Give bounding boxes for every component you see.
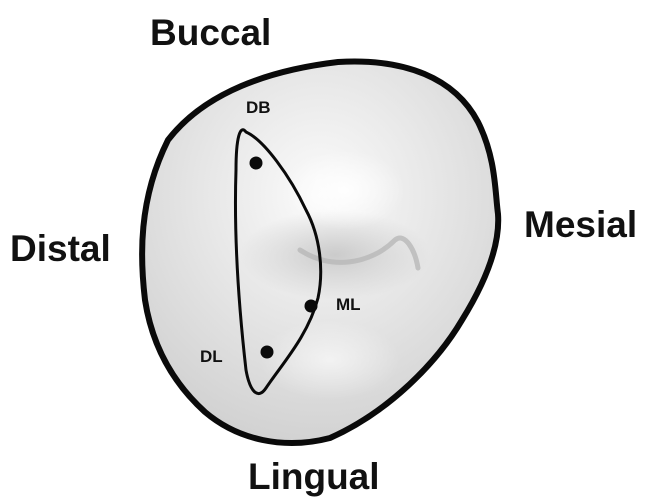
mesial-label: Mesial [524,206,637,243]
point-ml-label: ML [336,296,361,313]
lingual-label: Lingual [248,458,380,495]
point-ml-marker [305,300,318,313]
cusp-highlight [285,150,405,230]
distal-label: Distal [10,230,111,267]
buccal-label: Buccal [150,14,271,51]
point-db-marker [250,157,263,170]
point-dl-label: DL [200,348,223,365]
cusp-highlight-lower [260,320,400,400]
point-dl-marker [261,346,274,359]
point-db-label: DB [246,99,271,116]
